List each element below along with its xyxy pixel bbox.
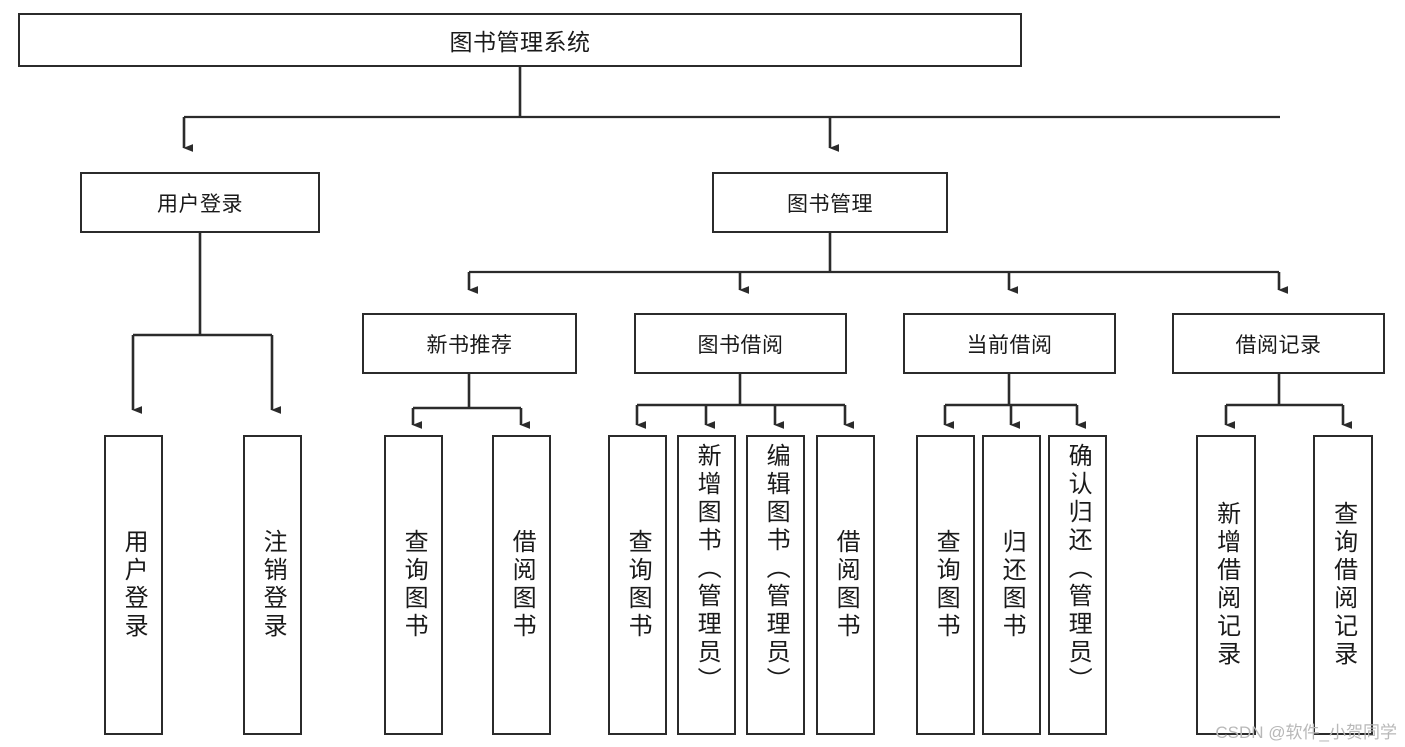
leaf-logout-login[interactable]: 注销登录 xyxy=(243,435,302,735)
leaf-query-book-borrowing[interactable]: 查询图书 xyxy=(608,435,667,735)
leaf-label: 新增借阅记录 xyxy=(1212,501,1240,669)
node-label: 用户登录 xyxy=(157,192,243,216)
node-book-management-system[interactable]: 图书管理系统 xyxy=(18,13,1022,67)
leaf-label: 注销登录 xyxy=(259,529,287,641)
leaf-borrow-book-borrowing[interactable]: 借阅图书 xyxy=(816,435,875,735)
leaf-label: 查询图书 xyxy=(624,529,652,641)
leaf-query-borrow-record[interactable]: 查询借阅记录 xyxy=(1313,435,1373,735)
node-current-borrowing[interactable]: 当前借阅 xyxy=(903,313,1116,374)
node-label: 图书借阅 xyxy=(697,333,784,357)
leaf-confirm-return-admin[interactable]: 确认归还（管理员） xyxy=(1048,435,1107,735)
node-label: 借阅记录 xyxy=(1235,333,1322,357)
node-user-login[interactable]: 用户登录 xyxy=(80,172,320,233)
node-label: 图书管理系统 xyxy=(449,29,591,55)
leaf-add-book-admin[interactable]: 新增图书（管理员） xyxy=(677,435,736,735)
leaf-label: 新增图书（管理员） xyxy=(693,443,721,695)
leaf-label: 查询图书 xyxy=(932,529,960,641)
leaf-query-book-recommendation[interactable]: 查询图书 xyxy=(384,435,443,735)
csdn-watermark: CSDN @软件_小贺同学 xyxy=(1215,723,1397,742)
leaf-label: 归还图书 xyxy=(998,529,1026,641)
leaf-label: 查询借阅记录 xyxy=(1329,501,1357,669)
leaf-label: 确认归还（管理员） xyxy=(1064,443,1092,695)
node-label: 当前借阅 xyxy=(966,333,1053,357)
leaf-user-login[interactable]: 用户登录 xyxy=(104,435,163,735)
leaf-return-book[interactable]: 归还图书 xyxy=(982,435,1041,735)
leaf-query-book-current[interactable]: 查询图书 xyxy=(916,435,975,735)
leaf-label: 借阅图书 xyxy=(508,529,536,641)
leaf-label: 编辑图书（管理员） xyxy=(762,443,790,695)
leaf-edit-book-admin[interactable]: 编辑图书（管理员） xyxy=(746,435,805,735)
node-label: 图书管理 xyxy=(787,192,873,216)
leaf-label: 借阅图书 xyxy=(832,529,860,641)
leaf-label: 查询图书 xyxy=(400,529,428,641)
leaf-label: 用户登录 xyxy=(120,529,148,641)
leaf-add-borrow-record[interactable]: 新增借阅记录 xyxy=(1196,435,1256,735)
leaf-borrow-book-recommendation[interactable]: 借阅图书 xyxy=(492,435,551,735)
node-book-borrowing[interactable]: 图书借阅 xyxy=(634,313,847,374)
node-label: 新书推荐 xyxy=(426,333,513,357)
node-book-management[interactable]: 图书管理 xyxy=(712,172,948,233)
node-new-book-recommendation[interactable]: 新书推荐 xyxy=(362,313,577,374)
node-borrowing-record[interactable]: 借阅记录 xyxy=(1172,313,1385,374)
